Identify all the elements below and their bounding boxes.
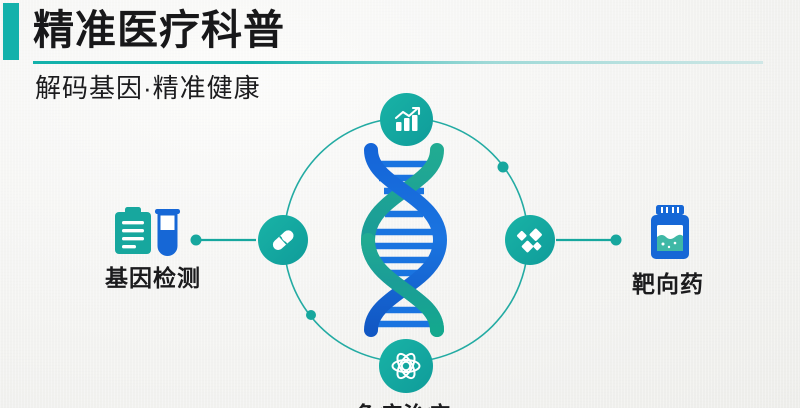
molecule-cluster-icon [516,228,542,253]
pill-bottle-icon [651,205,689,259]
label-right-icon [640,203,700,263]
clipboard-test-tube-icon [115,207,180,256]
node-left-medicine[interactable] [258,215,308,265]
label-right-text: 靶向药 [632,271,704,297]
atom-icon [391,352,421,380]
node-right-molecule[interactable] [505,215,555,265]
label-left-text: 基因检测 [105,265,201,291]
bar-chart-growth-icon [394,106,420,131]
node-bottom-atom[interactable] [379,339,433,393]
page-title: 精准医疗科普 [33,7,285,53]
label-left-icon [105,206,197,258]
capsule-pill-icon [272,230,294,250]
page-subtitle: 解码基因·精准健康 [35,73,261,103]
node-top-analytics[interactable] [380,93,433,146]
header-divider [33,61,763,64]
header-accent-bar [3,3,19,60]
label-bottom-text: 免疫治疗 [338,396,468,408]
